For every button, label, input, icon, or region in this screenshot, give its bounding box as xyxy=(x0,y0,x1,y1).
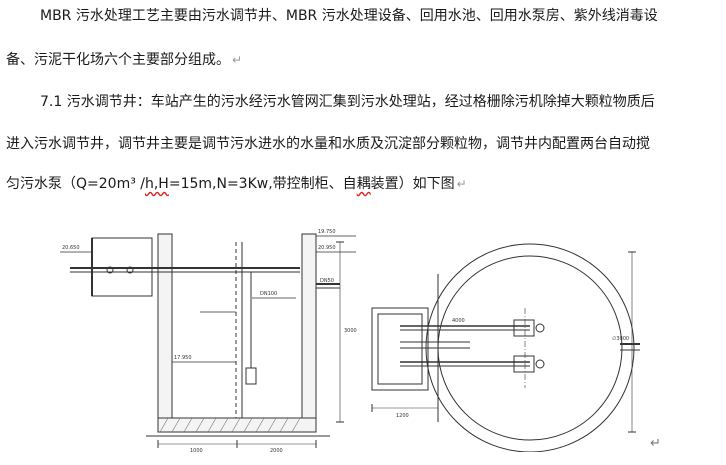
plan-view xyxy=(371,243,640,452)
dim-label: ∅3000 xyxy=(612,336,629,342)
dim-label: 2000 xyxy=(270,448,283,452)
plan-inlet-chamber xyxy=(371,307,429,391)
section-view xyxy=(60,233,356,448)
paragraph-mark: ↵ xyxy=(650,436,661,451)
dim-label: 1000 xyxy=(190,448,203,452)
pump-1-symbol xyxy=(513,319,535,337)
paragraph-2-line-1: 7.1 污水调节井：车站产生的污水经污水管网汇集到污水处理站，经过格栅除污机除掉… xyxy=(40,94,655,110)
bottom-slab xyxy=(157,417,317,433)
paragraph-2-line-2: 进入污水调节井，调节井主要是调节污水进水的水量和水质及沉淀部分颗粒物，调节井内配… xyxy=(6,136,650,152)
dim-label: 4000 xyxy=(452,318,465,324)
dim-label: DN100 xyxy=(260,291,277,297)
dim-label: 1200 xyxy=(396,413,409,419)
pump-2-symbol xyxy=(513,355,535,373)
dim-label: 19.750 xyxy=(318,229,336,235)
paragraph-mark: ↵ xyxy=(232,53,243,67)
dim-label: 17.950 xyxy=(174,355,192,361)
well-wall-right xyxy=(301,233,317,431)
well-wall-left xyxy=(157,233,173,431)
dim-label: 3000 xyxy=(344,328,357,334)
dim-label: 20.650 xyxy=(62,245,80,251)
spellcheck-underline: 耦 xyxy=(356,176,371,192)
paragraph-mark: ↵ xyxy=(456,177,467,191)
dim-label: 20.950 xyxy=(318,245,336,251)
paragraph-2-line-3: 匀污水泵（Q=20m³ /h,H=15m,N=3Kw,带控制柜、自耦装置）如下图… xyxy=(6,176,467,192)
pump-symbol xyxy=(245,367,257,385)
engineering-drawing: 20.650 19.750 DN50 20.950 17.950 DN100 1… xyxy=(60,229,640,452)
paragraph-1-line-2: 备、污泥干化场六个主要部分组成。↵ xyxy=(6,52,243,68)
dim-label: DN50 xyxy=(320,278,334,284)
paragraph-1-line-1: MBR 污水处理工艺主要由污水调节井、MBR 污水处理设备、回用水池、回用水泵房… xyxy=(40,8,658,24)
spellcheck-underline: h,H xyxy=(144,176,169,192)
